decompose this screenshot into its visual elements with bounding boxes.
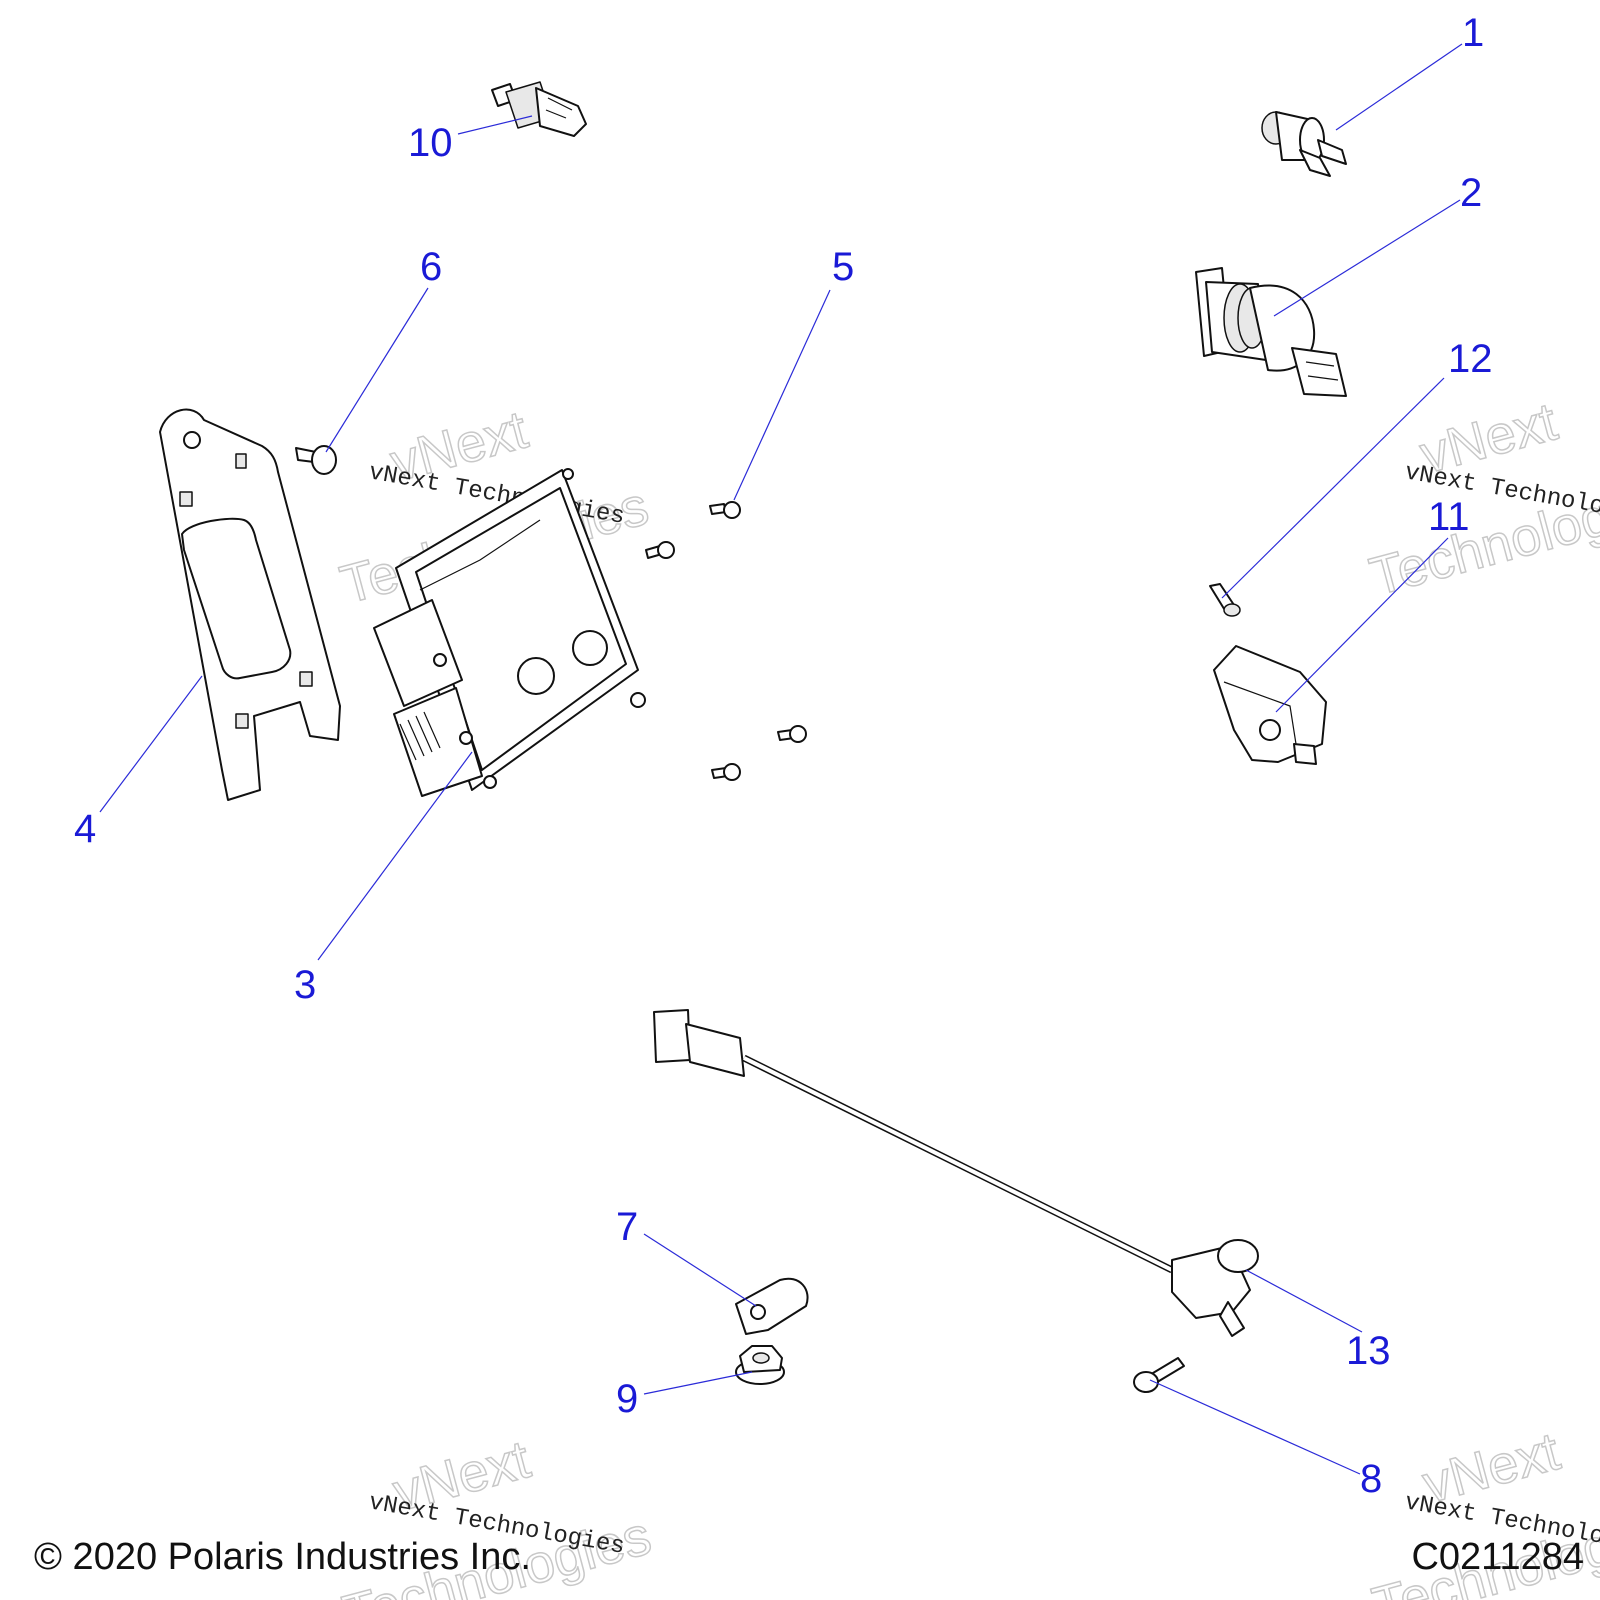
part-10-temperature-sensor [491,81,587,137]
callout-8: 8 [1360,1457,1382,1501]
callout-numbers: 1 2 3 4 5 6 7 8 9 10 11 12 13 [74,11,1493,1501]
leader-2 [1273,199,1461,317]
leader-13 [1245,1269,1363,1333]
leader-9 [643,1371,753,1395]
callout-1: 1 [1462,11,1484,55]
part-2-ignition-switch [1195,267,1347,397]
callout-4: 4 [74,807,96,851]
leader-lines [99,43,1463,1475]
part-6-push-rivet [295,445,337,475]
callout-9: 9 [616,1377,638,1421]
part-12-bolt [1209,583,1241,617]
leader-5 [733,289,831,501]
leader-12 [1221,377,1445,599]
drawing-code: C0211284 [1411,1536,1584,1578]
callout-5: 5 [832,245,854,289]
callout-11: 11 [1428,495,1470,539]
callout-10: 10 [408,121,453,165]
leader-4 [99,675,203,813]
part-3-ecu [373,468,646,797]
leader-7 [643,1233,757,1307]
part-7-cable-clip [735,1277,809,1335]
copyright-text: © 2020 Polaris Industries Inc. [34,1536,531,1578]
leader-6 [325,287,429,453]
leader-3 [317,751,473,961]
callout-12: 12 [1448,337,1493,381]
part-8-bolt [1133,1357,1185,1393]
leader-8 [1149,1379,1361,1475]
leader-11 [1275,537,1449,713]
part-13-crank-sensor [653,1009,1259,1337]
part-11-map-sensor [1213,645,1327,765]
leader-1 [1335,43,1463,131]
part-9-flange-nut [735,1345,785,1385]
callout-6: 6 [420,245,442,289]
part-1-pressure-switch [1261,111,1347,177]
part-5-screws [645,501,807,781]
callout-13: 13 [1346,1329,1391,1373]
callout-2: 2 [1460,171,1482,215]
callout-3: 3 [294,963,316,1007]
callout-7: 7 [616,1205,638,1249]
part-4-mounting-bracket [159,408,341,801]
leader-10 [457,115,533,135]
